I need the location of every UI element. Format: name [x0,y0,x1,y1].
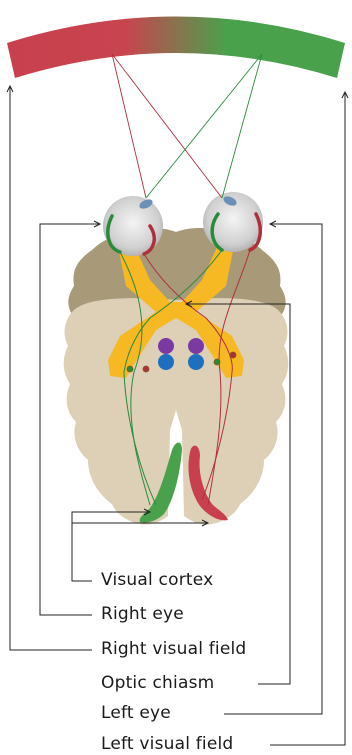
label-right-eye: Right eye [101,603,184,625]
right-eye [103,196,163,256]
label-left-visual-field: Left visual field [101,733,233,755]
label-right-visual-field: Right visual field [101,638,246,660]
leader-left-visual-field [270,92,345,745]
label-left-eye: Left eye [101,702,171,724]
light-rays [112,54,262,198]
visual-field-arc [7,17,345,79]
label-optic-chiasm: Optic chiasm [101,672,214,694]
brain-body [64,298,289,524]
left-eye [203,192,263,252]
label-visual-cortex: Visual cortex [101,569,213,591]
